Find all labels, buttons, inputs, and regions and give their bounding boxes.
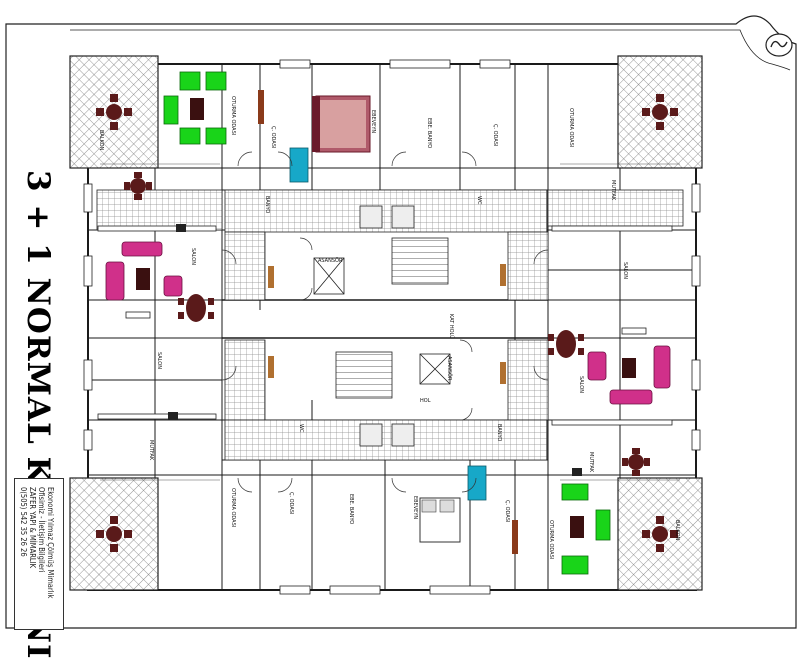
label-ebe-banyo-s: EBE. BANYO xyxy=(348,494,354,524)
label-salon-e: SALON xyxy=(622,262,628,279)
firm-line-4: 0(505) 542 35 26 26 xyxy=(19,487,28,557)
label-ebe-banyo-n: EBE. BANYO xyxy=(426,118,432,148)
label-hol: HOL xyxy=(420,398,431,404)
label-wc-s: WC xyxy=(298,424,304,433)
label-salon-e2: SALON xyxy=(578,376,584,393)
floor-plan-drawing: OTURMA ODASI Ç. ODASI EBEVEYN EBE. BANYO… xyxy=(5,15,797,629)
label-oturma-se: OTURMA ODASI xyxy=(548,520,554,559)
label-asansor-s: ASANSÖR xyxy=(446,356,453,381)
label-banyo-s: BANYO xyxy=(496,424,502,441)
label-asansor-n: ASANSÖR xyxy=(318,257,343,264)
label-banyo-n: BANYO xyxy=(264,196,270,213)
label-salon-w: SALON xyxy=(190,248,196,265)
label-mutfak-se: MUTFAK xyxy=(588,452,594,473)
label-cocuk-n2: Ç. ODASI xyxy=(492,124,498,146)
label-ebeveyn-s: EBEVEYN xyxy=(412,496,418,519)
label-kat-holu: KAT HOLÜ xyxy=(448,314,455,339)
label-oturma-ne: OTURMA ODASI xyxy=(568,108,574,147)
title-block: Ekonomi Yılmaz Çölmüş Mimarlık Ofisimiz … xyxy=(14,478,64,630)
label-balkon-nw: BALKON xyxy=(98,130,104,151)
label-wc-n: WC xyxy=(476,196,482,205)
label-mutfak-ne: MUTFAK xyxy=(610,180,616,201)
firm-line-2: Ofisimiz - İletişim Bilgileri xyxy=(37,487,46,573)
label-cocuk-n1: Ç. ODASI xyxy=(270,126,276,148)
label-cocuk-s2: Ç. ODASI xyxy=(504,500,510,522)
label-salon-w2: SALON xyxy=(156,352,162,369)
label-oturma-nw: OTURMA ODASI xyxy=(230,96,236,135)
firm-logo-icon xyxy=(764,30,794,64)
firm-line-1: Ekonomi Yılmaz Çölmüş Mimarlık xyxy=(46,487,55,599)
label-mutfak-sw: MUTFAK xyxy=(148,440,154,461)
title-block-text: Ekonomi Yılmaz Çölmüş Mimarlık Ofisimiz … xyxy=(19,487,55,598)
plan-title: 3 + 1 NORMAL KAT PLANI xyxy=(8,170,66,659)
label-oturma-sw: OTURMA ODASI xyxy=(230,488,236,527)
label-ebeveyn-n: EBEVEYN xyxy=(370,110,376,133)
label-balkon-se: BALKON xyxy=(674,520,680,541)
floor-plan-sheet: OTURMA ODASI Ç. ODASI EBEVEYN EBE. BANYO… xyxy=(5,15,797,659)
firm-line-3: ZAFER YAPI & MİMARLIK xyxy=(28,487,37,569)
label-cocuk-s1: Ç. ODASI xyxy=(288,492,294,514)
